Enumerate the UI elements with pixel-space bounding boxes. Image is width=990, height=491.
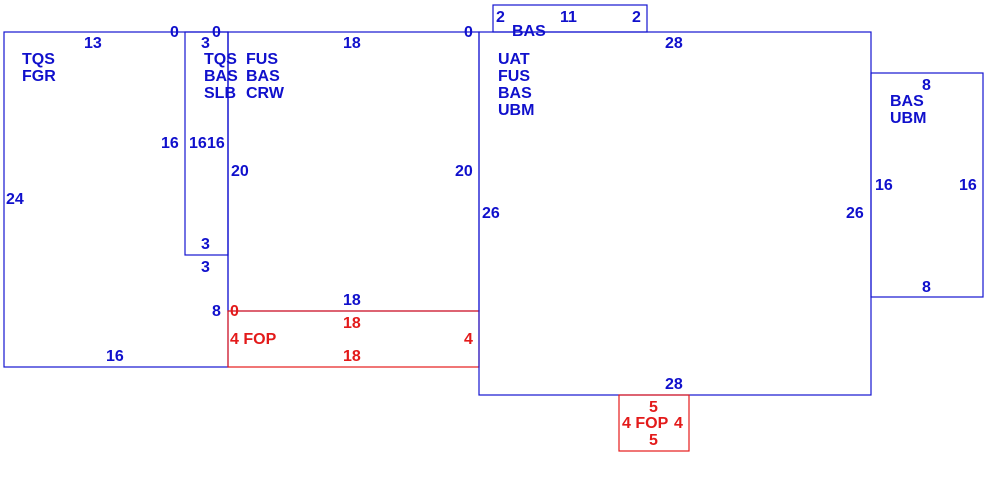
block-mid-top-label: 18 bbox=[343, 35, 361, 52]
block-bottom-small-outline bbox=[618, 394, 690, 452]
block-mid-top-label: 20 bbox=[455, 163, 473, 180]
block-big-label: BAS bbox=[498, 85, 532, 102]
block-right-label: 16 bbox=[959, 177, 977, 194]
block-bottom-small-label: 5 bbox=[649, 432, 658, 449]
block-left-narrow-label: 16 bbox=[189, 135, 207, 152]
block-bottom-small-label: 5 bbox=[649, 399, 658, 416]
block-mid-top-label: 20 bbox=[231, 163, 249, 180]
block-right-label: 8 bbox=[922, 279, 931, 296]
block-big-label: UAT bbox=[498, 51, 530, 68]
block-mid-top-label: FUS bbox=[246, 51, 278, 68]
block-mid-top-label: BAS bbox=[246, 68, 280, 85]
block-mid-bottom-label: 0 bbox=[230, 303, 239, 320]
block-left-a-label: 13 bbox=[84, 35, 102, 52]
block-left-narrow-label: 3 bbox=[201, 259, 210, 276]
block-right-label: UBM bbox=[890, 110, 926, 127]
block-big-label: FUS bbox=[498, 68, 530, 85]
block-left-a-label: 0 bbox=[170, 24, 179, 41]
block-mid-top-label: CRW bbox=[246, 85, 285, 102]
block-big-label: UBM bbox=[498, 102, 534, 119]
block-mid-top-label: 18 bbox=[343, 292, 361, 309]
block-right-label: BAS bbox=[890, 93, 924, 110]
block-right-label: 16 bbox=[875, 177, 893, 194]
block-left-narrow-label: 0 bbox=[212, 24, 221, 41]
block-left-narrow-label: SLB bbox=[204, 85, 236, 102]
block-mid-top-label: 0 bbox=[464, 24, 473, 41]
block-right-outline bbox=[870, 72, 984, 298]
block-top-small-label: 2 bbox=[496, 9, 505, 26]
block-left-a-label: 8 bbox=[212, 303, 221, 320]
block-top-small-label: BAS bbox=[512, 23, 546, 40]
block-big-label: 28 bbox=[665, 376, 683, 393]
block-mid-bottom-label: 4 bbox=[464, 331, 473, 348]
block-left-narrow-label: 3 bbox=[201, 35, 210, 52]
block-left-narrow-label: 3 bbox=[201, 236, 210, 253]
block-left-narrow-label: TQS bbox=[204, 51, 237, 68]
block-top-small-label: 11 bbox=[560, 9, 577, 26]
block-left-a-label: TQS bbox=[22, 51, 55, 68]
block-left-a-label: 24 bbox=[6, 191, 24, 208]
block-big-label: 26 bbox=[482, 205, 500, 222]
block-left-a-label: 16 bbox=[106, 348, 124, 365]
block-left-a-label: FGR bbox=[22, 68, 56, 85]
block-left-narrow-label: BAS bbox=[204, 68, 238, 85]
block-bottom-small-label: 4 bbox=[674, 415, 683, 432]
block-mid-bottom-label: 18 bbox=[343, 315, 361, 332]
block-mid-bottom-label: 4 FOP bbox=[230, 331, 277, 348]
block-top-small-label: 2 bbox=[632, 9, 641, 26]
block-mid-bottom-label: 18 bbox=[343, 348, 361, 365]
block-big-outline bbox=[478, 31, 872, 396]
block-left-a-label: 16 bbox=[161, 135, 179, 152]
block-big-label: 26 bbox=[846, 205, 864, 222]
block-left-narrow-label: 16 bbox=[207, 135, 225, 152]
block-big-label: 28 bbox=[665, 35, 683, 52]
block-bottom-small-label: 4 FOP bbox=[622, 415, 669, 432]
block-right-label: 8 bbox=[922, 77, 931, 94]
